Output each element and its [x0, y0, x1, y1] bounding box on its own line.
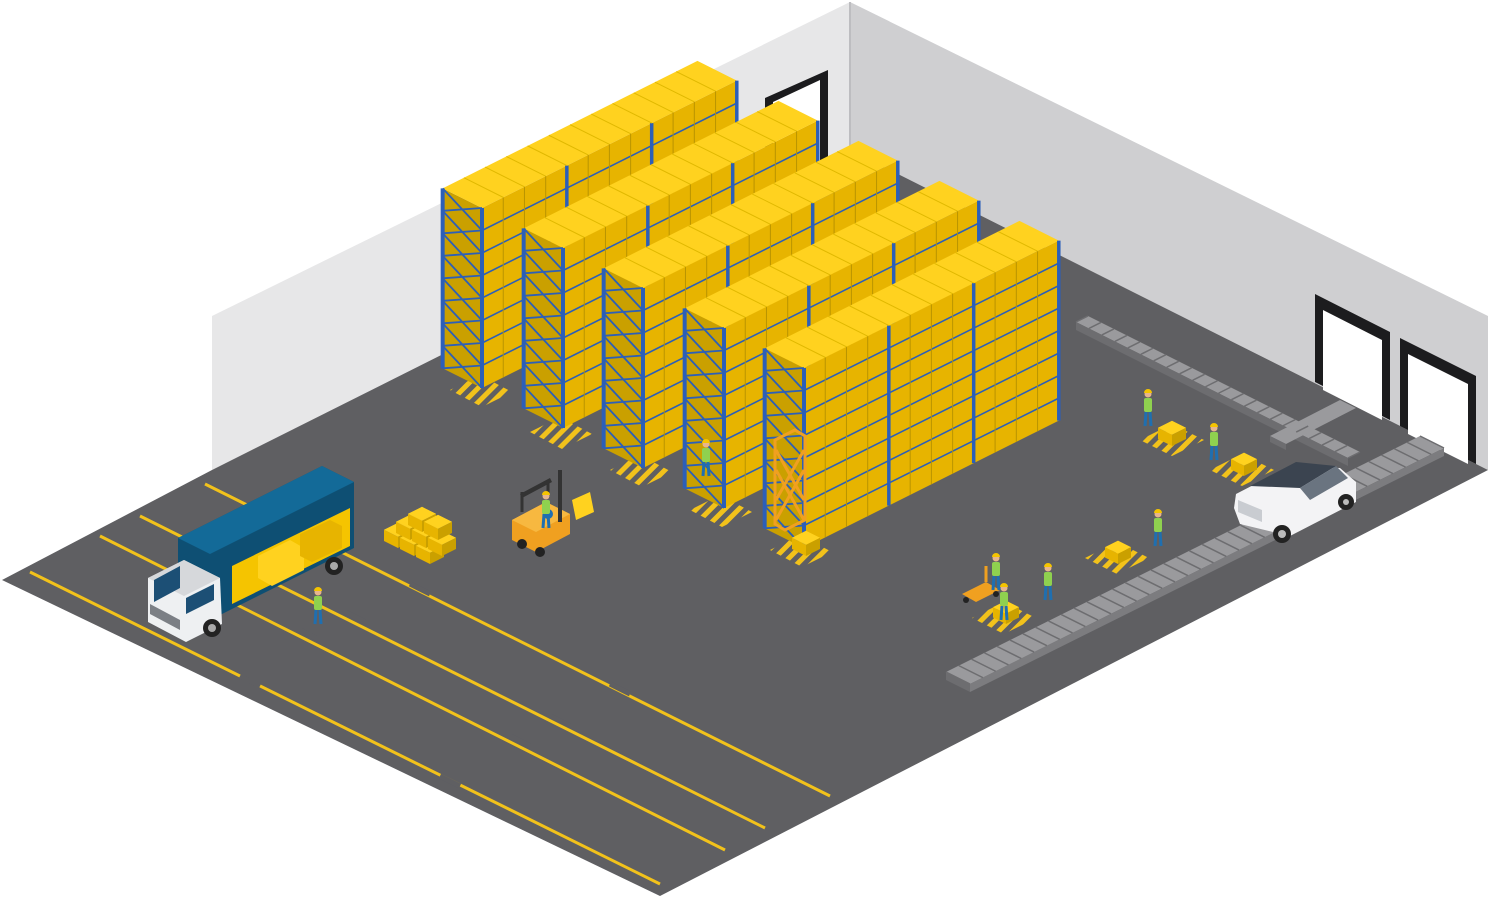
storage-racks	[440, 60, 1061, 549]
floor-lane-gaps	[238, 581, 632, 789]
workers	[313, 389, 1219, 625]
truck-icon	[148, 466, 354, 642]
box	[1158, 420, 1186, 446]
worker-icon	[313, 587, 323, 625]
rack-end-face	[442, 188, 482, 388]
rack-end-face	[523, 228, 563, 428]
loading-door-right-1	[1315, 294, 1390, 420]
rack-end-face	[603, 268, 643, 468]
worker-icon	[999, 583, 1009, 621]
box	[1105, 540, 1131, 564]
box	[1231, 452, 1257, 476]
hand-truck-icon	[962, 566, 1000, 603]
pallet-zone	[610, 455, 672, 487]
scissor-lift-icon	[773, 428, 807, 532]
worker-icon	[991, 553, 1001, 591]
worker-icon	[1153, 509, 1163, 547]
rack-end-face	[684, 308, 724, 508]
worker-icon	[1043, 563, 1053, 601]
pallet-zone	[450, 375, 512, 407]
conveyor-belt-branch	[1270, 400, 1356, 450]
pallet-zone	[530, 417, 592, 449]
box	[424, 514, 452, 540]
worker-icon	[701, 439, 711, 477]
forklift-icon	[512, 470, 594, 557]
loose-box-stacks	[384, 420, 1257, 624]
worker-icon	[1143, 389, 1153, 427]
van-icon	[1234, 462, 1356, 543]
loading-door-right-2	[1400, 338, 1476, 464]
worker-icon	[1209, 423, 1219, 461]
pallet-zone	[690, 495, 752, 527]
box	[792, 530, 820, 556]
worker-icon	[541, 491, 551, 529]
